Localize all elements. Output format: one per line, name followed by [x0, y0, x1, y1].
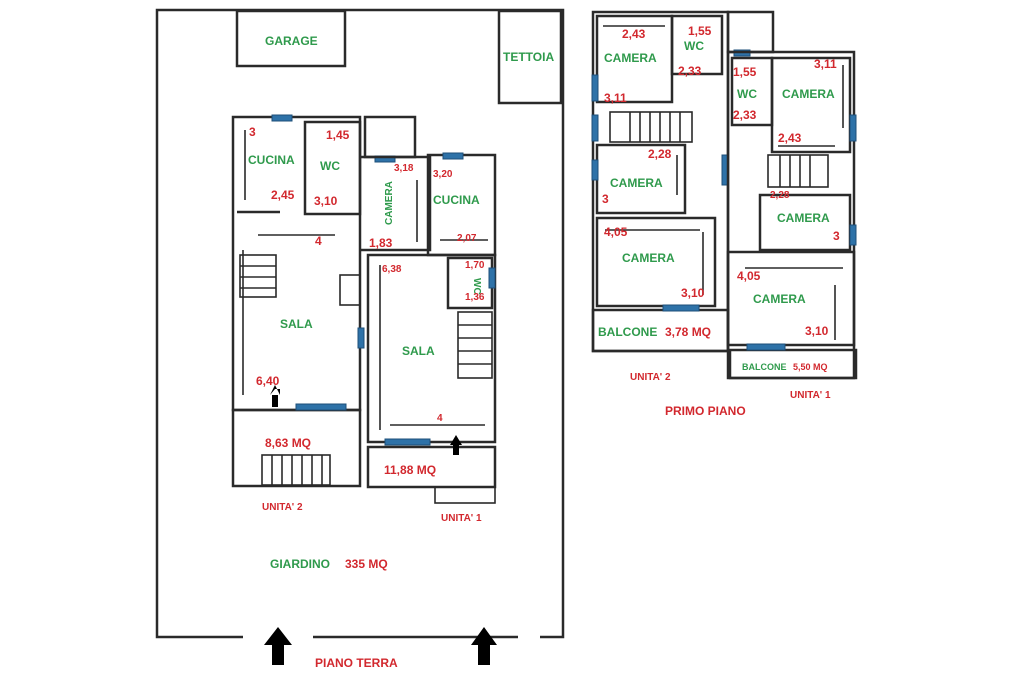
- room-label: CAMERA: [384, 181, 395, 225]
- window: [591, 74, 599, 102]
- garden-label: GIARDINO: [270, 557, 330, 571]
- room-label: CUCINA: [433, 193, 480, 207]
- window: [591, 114, 599, 142]
- room-label: WC: [684, 39, 704, 53]
- ground-unit-1: [366, 152, 497, 504]
- dimension-label: 2,45: [271, 188, 295, 202]
- lot-boundary: [155, 8, 565, 639]
- unit-label: UNITA' 1: [441, 513, 482, 524]
- ground-unit-2: [231, 114, 432, 488]
- tettoia-label: TETTOIA: [503, 50, 554, 64]
- ground-floor-plan: GARAGE TETTOIA 3 CUCINA 2,45 1,45 WC 3,1…: [155, 8, 565, 670]
- window: [384, 438, 431, 446]
- floor-title: PIANO TERRA: [315, 656, 398, 670]
- unit-label: UNITA' 2: [630, 372, 671, 383]
- first-floor-plan: 2,43 CAMERA 3,11 1,55 WC 2,33 2,28 CAMER…: [591, 10, 858, 418]
- dimension-label: 1,70: [465, 260, 485, 271]
- window: [442, 152, 464, 160]
- room-label: WC: [471, 278, 482, 295]
- dimension-label: 3,10: [681, 286, 705, 300]
- dimension-label: 3: [249, 125, 256, 139]
- dimension-label: 2,33: [733, 108, 757, 122]
- dimension-label: 6,38: [382, 264, 402, 275]
- tettoia: [497, 9, 563, 105]
- dimension-label: 2,07: [457, 233, 477, 244]
- dimension-label: 6,40: [256, 374, 280, 388]
- balcony-label: BALCONE: [598, 325, 657, 339]
- dimension-label: 2,28: [648, 147, 672, 161]
- dimension-label: 1,55: [733, 65, 757, 79]
- dimension-label: 2,43: [778, 131, 802, 145]
- gate-arrow-icon: [471, 627, 497, 665]
- dimension-label: 4: [315, 234, 322, 248]
- window: [591, 159, 599, 181]
- room-label: CAMERA: [782, 87, 835, 101]
- dimension-label: 3,20: [433, 169, 453, 180]
- area-label: 3,78 MQ: [665, 325, 711, 339]
- dimension-label: 4,05: [737, 269, 761, 283]
- garage: [235, 9, 347, 68]
- dimension-label: 1,45: [326, 128, 350, 142]
- gate-arrow-icon: [264, 627, 292, 665]
- dimension-label: 1,55: [688, 24, 712, 38]
- dimension-label: 4,05: [604, 225, 628, 239]
- window: [746, 343, 786, 351]
- entrance-arrow-icon: [270, 385, 280, 407]
- room-label: WC: [737, 87, 757, 101]
- window: [357, 327, 365, 349]
- area-label: 11,88 MQ: [384, 463, 436, 477]
- window: [271, 114, 293, 122]
- dimension-label: 3,11: [814, 57, 837, 71]
- room-label: SALA: [280, 317, 313, 331]
- room-label: CAMERA: [622, 251, 675, 265]
- dimension-label: 3,10: [805, 324, 829, 338]
- window: [488, 267, 496, 289]
- dimension-label: 3,10: [314, 194, 338, 208]
- room-label: WC: [320, 159, 340, 173]
- room-label: CAMERA: [753, 292, 806, 306]
- balcony-label: BALCONE: [742, 362, 787, 372]
- garage-label: GARAGE: [265, 34, 318, 48]
- dimension-label: 2,33: [678, 64, 702, 78]
- window: [295, 403, 347, 411]
- dimension-label: 2,43: [622, 27, 646, 41]
- dimension-label: 3,11: [604, 91, 627, 105]
- room-label: CAMERA: [610, 176, 663, 190]
- window: [849, 114, 857, 142]
- garden-area: 335 MQ: [345, 557, 388, 571]
- room-label: CAMERA: [777, 211, 830, 225]
- floor-title: PRIMO PIANO: [665, 404, 746, 418]
- dimension-label: 1,36: [465, 292, 485, 303]
- dimension-label: 3: [833, 229, 840, 243]
- unit-label: UNITA' 2: [262, 502, 303, 513]
- window: [849, 224, 857, 246]
- first-unit-1: [726, 50, 858, 380]
- window: [662, 304, 700, 312]
- unit-label: UNITA' 1: [790, 390, 831, 401]
- room-label: CAMERA: [604, 51, 657, 65]
- dimension-label: 1,83: [369, 236, 393, 250]
- dimension-label: 4: [437, 413, 443, 424]
- entrance-arrow-icon: [450, 435, 462, 455]
- dimension-label: 3: [602, 192, 609, 206]
- dimension-label: 3,18: [394, 163, 414, 174]
- room-label: SALA: [402, 344, 435, 358]
- dimension-label: 2,28: [770, 190, 790, 201]
- area-label: 8,63 MQ: [265, 436, 311, 450]
- room-label: CUCINA: [248, 153, 295, 167]
- area-label: 5,50 MQ: [793, 362, 828, 372]
